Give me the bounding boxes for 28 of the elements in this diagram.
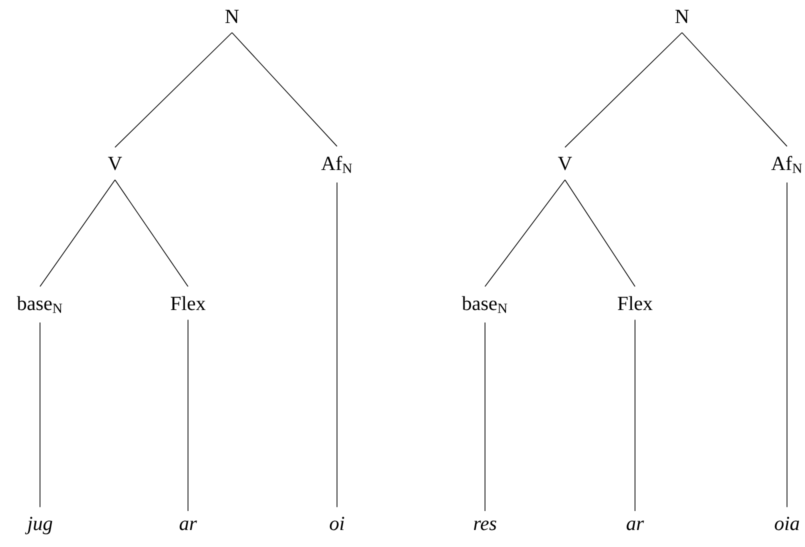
tree-label: N [225,10,239,23]
leaf-word: oia [774,516,800,530]
tree-branch [114,32,232,148]
tree-branch [634,319,636,512]
tree-label: Flex [618,296,653,310]
leaf-word: res [474,520,496,530]
tree-branch [484,322,486,512]
tree-branch [484,180,566,287]
tree-branch [564,32,682,148]
tree-branch [564,180,636,287]
tree-label: base$_{N}$ [16,296,62,313]
leaf-word: oi [330,516,344,530]
leaf-word: jug [25,516,52,534]
tree-branch [786,182,788,508]
tree-label: V [108,156,122,170]
tree-label: Flex [170,296,206,310]
tree-branch [232,32,338,147]
tree-label: N [675,10,689,23]
leaf-word: ar [626,520,644,530]
tree-branch [336,182,338,508]
leaf-word: ar [180,520,197,530]
tree-branch [114,180,188,287]
tree-label: Af$_{N}$ [321,156,352,173]
tree-label: Af$_{N}$ [771,156,802,173]
tree-branch [40,180,116,287]
tree-label: V [558,156,572,170]
tree-branch [682,32,788,147]
tree-label: base$_{N}$ [462,296,508,313]
